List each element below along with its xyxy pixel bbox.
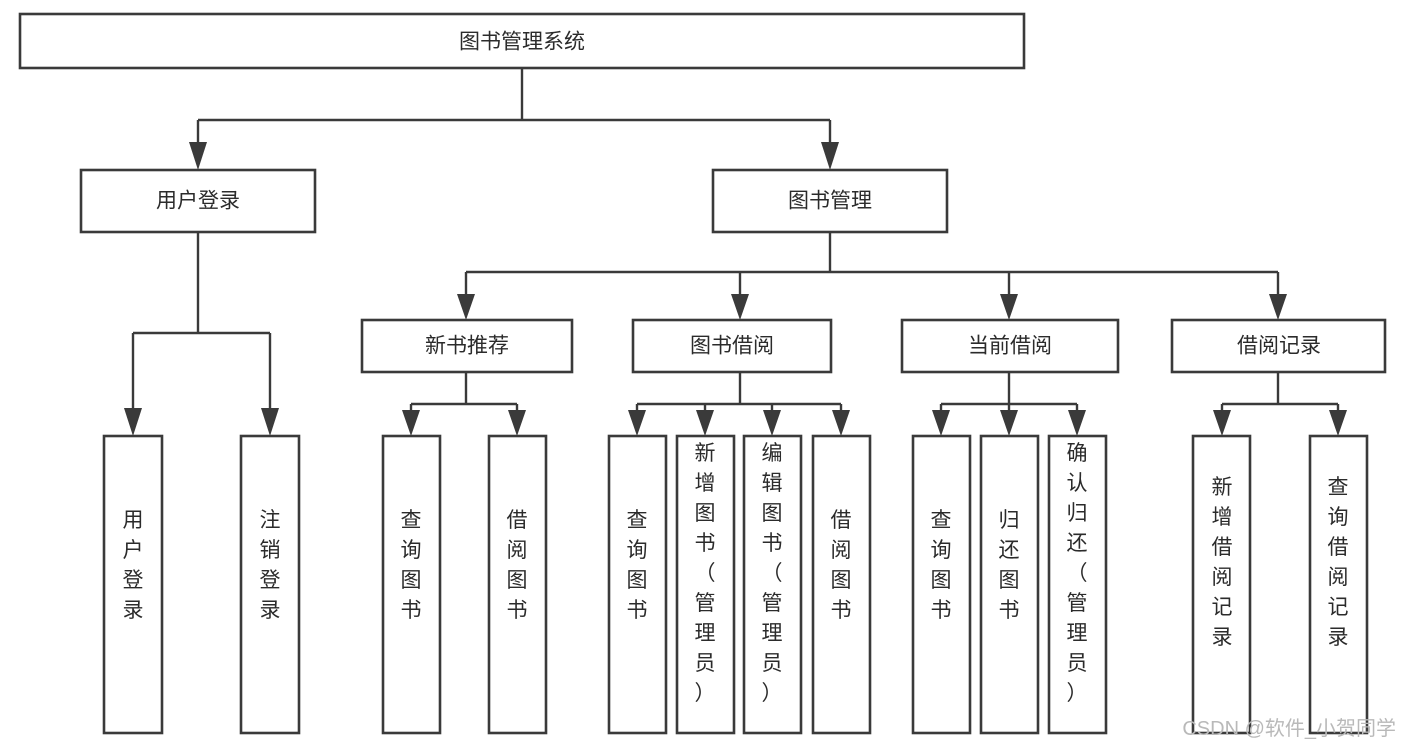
node-book-borrow-box[interactable] <box>631 318 833 374</box>
node-leaf-borrow-book-1[interactable]: 借阅图书 <box>487 434 548 735</box>
node-leaf-confirm-return[interactable]: 确认归还（管理员） <box>1047 434 1108 735</box>
node-leaf-query-book-1[interactable]: 查询图书 <box>381 434 442 735</box>
node-book-borrow-label: 图书借阅 <box>690 335 774 358</box>
node-leaf-confirm-return-label: 确认归还（管理员） <box>1067 442 1088 705</box>
node-leaf-return-book-label: 归还图书 <box>999 509 1020 622</box>
node-new-book-rec-box[interactable] <box>360 318 574 374</box>
node-root[interactable]: 图书管理系统 <box>18 12 1026 70</box>
node-leaf-query-book-2-label: 查询图书 <box>627 509 648 622</box>
node-new-book-rec-label: 新书推荐 <box>425 335 509 358</box>
connector-group-book-manage <box>457 232 1287 320</box>
connector-group-borrow-record <box>1213 372 1347 436</box>
node-leaf-user-login-label: 用户登录 <box>123 509 144 622</box>
connector-group-root <box>189 68 839 170</box>
node-leaf-query-book-3-label: 查询图书 <box>931 509 952 622</box>
node-leaf-query-book-2-box[interactable] <box>607 434 668 735</box>
arrow-head-icon <box>628 410 646 436</box>
node-leaf-query-book-1-box[interactable] <box>381 434 442 735</box>
node-leaf-add-record-box[interactable] <box>1191 434 1252 735</box>
arrow-head-icon <box>457 294 475 320</box>
arrow-head-icon <box>1000 410 1018 436</box>
node-leaf-return-book[interactable]: 归还图书 <box>979 434 1040 735</box>
arrow-head-icon <box>1000 294 1018 320</box>
arrow-head-icon <box>1329 410 1347 436</box>
node-user-login[interactable]: 用户登录 <box>79 168 317 234</box>
node-leaf-query-record[interactable]: 查询借阅记录 <box>1308 434 1369 735</box>
node-book-manage[interactable]: 图书管理 <box>711 168 949 234</box>
node-leaf-edit-book-box[interactable] <box>742 434 803 735</box>
node-leaf-borrow-book-2-box[interactable] <box>811 434 872 735</box>
node-current-borrow-box[interactable] <box>900 318 1120 374</box>
node-current-borrow-label: 当前借阅 <box>968 335 1052 358</box>
node-new-book-rec[interactable]: 新书推荐 <box>360 318 574 374</box>
node-root-label: 图书管理系统 <box>459 31 585 54</box>
node-leaf-borrow-book-1-label: 借阅图书 <box>507 509 528 622</box>
node-leaf-add-book-label: 新增图书（管理员） <box>695 442 716 705</box>
arrow-head-icon <box>731 294 749 320</box>
node-leaf-query-record-box[interactable] <box>1308 434 1369 735</box>
node-borrow-record[interactable]: 借阅记录 <box>1170 318 1387 374</box>
node-user-login-label: 用户登录 <box>156 190 240 213</box>
node-leaf-return-book-box[interactable] <box>979 434 1040 735</box>
arrow-head-icon <box>261 408 279 436</box>
connector-group-current-borrow <box>932 372 1086 436</box>
arrow-head-icon <box>1269 294 1287 320</box>
node-leaf-user-login-box[interactable] <box>102 434 164 735</box>
node-leaf-query-record-label: 查询借阅记录 <box>1328 476 1349 649</box>
node-leaf-query-book-2[interactable]: 查询图书 <box>607 434 668 735</box>
node-borrow-record-label: 借阅记录 <box>1237 335 1321 358</box>
node-book-borrow[interactable]: 图书借阅 <box>631 318 833 374</box>
arrow-head-icon <box>763 410 781 436</box>
node-current-borrow[interactable]: 当前借阅 <box>900 318 1120 374</box>
node-borrow-record-box[interactable] <box>1170 318 1387 374</box>
node-leaf-user-logout-label: 注销登录 <box>260 509 281 622</box>
node-leaf-borrow-book-1-box[interactable] <box>487 434 548 735</box>
node-leaf-query-book-3-box[interactable] <box>911 434 972 735</box>
node-leaf-edit-book[interactable]: 编辑图书（管理员） <box>742 434 803 735</box>
node-leaf-add-book-box[interactable] <box>675 434 736 735</box>
node-leaf-user-logout-box[interactable] <box>239 434 301 735</box>
watermark-label: CSDN @软件_小贺同学 <box>1182 717 1396 740</box>
arrow-head-icon <box>821 142 839 170</box>
arrow-head-icon <box>402 410 420 436</box>
node-leaf-query-book-3[interactable]: 查询图书 <box>911 434 972 735</box>
arrow-head-icon <box>508 410 526 436</box>
node-leaf-add-record[interactable]: 新增借阅记录 <box>1191 434 1252 735</box>
node-leaf-query-book-1-label: 查询图书 <box>401 509 422 622</box>
node-leaf-user-logout[interactable]: 注销登录 <box>239 434 301 735</box>
node-leaf-confirm-return-box[interactable] <box>1047 434 1108 735</box>
connector-group-book-borrow <box>628 372 850 436</box>
arrow-head-icon <box>124 408 142 436</box>
node-leaf-user-login[interactable]: 用户登录 <box>102 434 164 735</box>
node-leaf-edit-book-label: 编辑图书（管理员） <box>762 442 783 705</box>
node-book-manage-label: 图书管理 <box>788 190 872 213</box>
arrow-head-icon <box>932 410 950 436</box>
arrow-head-icon <box>189 142 207 170</box>
node-leaf-borrow-book-2[interactable]: 借阅图书 <box>811 434 872 735</box>
node-leaf-borrow-book-2-label: 借阅图书 <box>831 509 852 622</box>
arrow-head-icon <box>696 410 714 436</box>
arrow-head-icon <box>1213 410 1231 436</box>
node-user-login-box[interactable] <box>79 168 317 234</box>
node-leaf-add-book[interactable]: 新增图书（管理员） <box>675 434 736 735</box>
connector-group-new-book-rec <box>402 372 526 436</box>
arrow-head-icon <box>1068 410 1086 436</box>
node-book-manage-box[interactable] <box>711 168 949 234</box>
node-leaf-add-record-label: 新增借阅记录 <box>1212 476 1233 649</box>
connector-group-user-login <box>124 232 279 436</box>
arrow-head-icon <box>832 410 850 436</box>
node-root-box[interactable] <box>18 12 1026 70</box>
